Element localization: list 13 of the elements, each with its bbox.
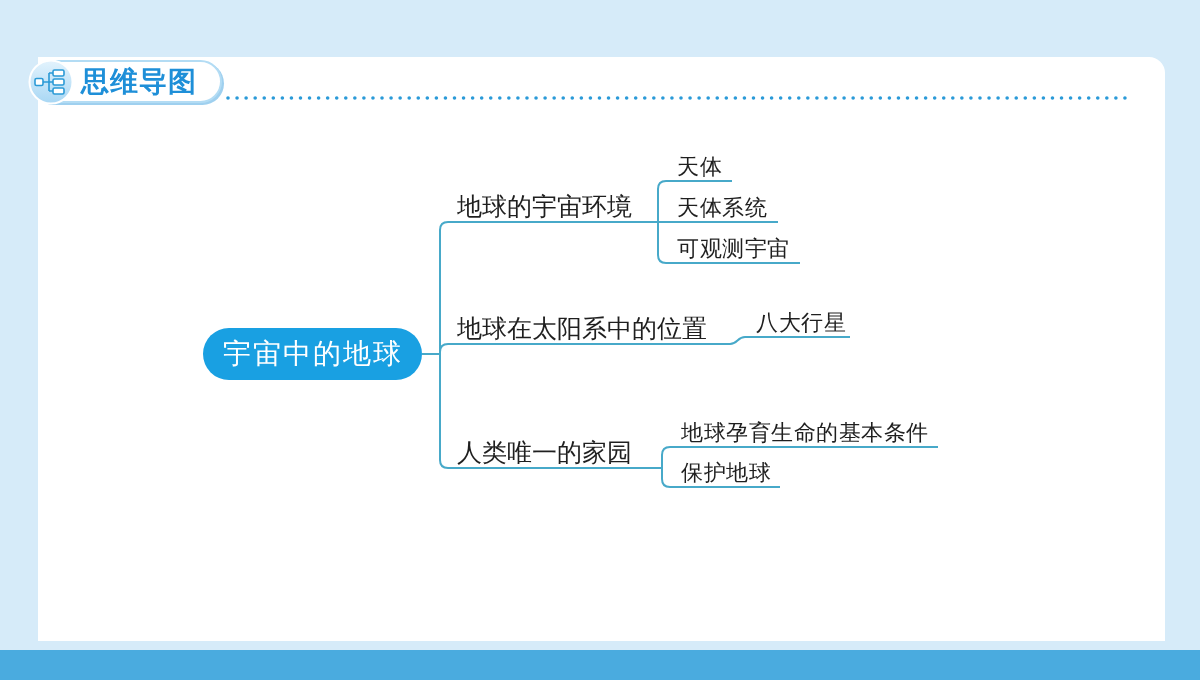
branch-topic: 地球在太阳系中的位置 [448, 309, 730, 345]
central-topic-pill: 宇宙中的地球 [203, 328, 422, 380]
branch-topic: 地球的宇宙环境 [448, 187, 650, 223]
subtopic: 八大行星 [745, 306, 850, 338]
subtopic: 可观测宇宙 [666, 232, 800, 264]
subtopic: 天体 [666, 150, 732, 182]
section-title: 思维导图 [81, 67, 197, 96]
subtopic: 保护地球 [670, 456, 780, 488]
branch-topic: 人类唯一的家园 [448, 429, 655, 469]
subtopic: 天体系统 [666, 191, 778, 223]
connector-line [729, 336, 746, 345]
connector-line [654, 467, 671, 488]
subtopic: 地球孕育生命的基本条件 [670, 416, 938, 448]
